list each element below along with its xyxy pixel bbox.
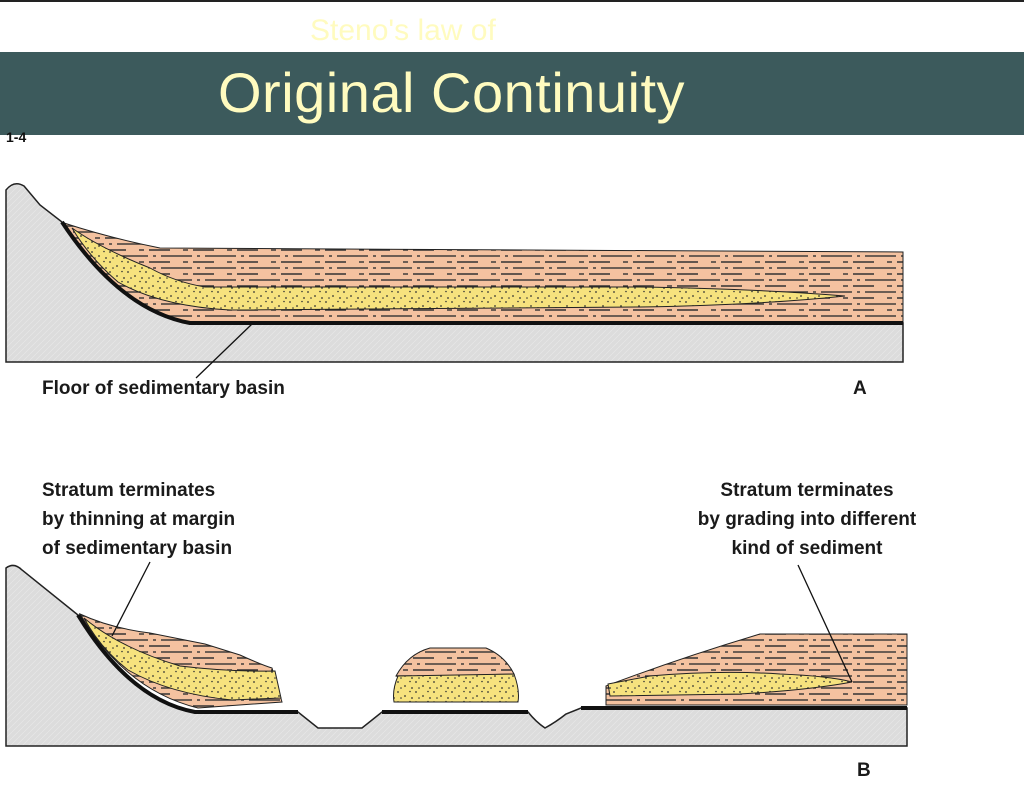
thinning-label-line-3: of sedimentary basin [42,538,233,559]
panel-a-letter: A [853,378,867,399]
slide-title: Original Continuity [218,61,686,124]
floor-of-basin-label: Floor of sedimentary basin [42,378,285,399]
panel-b-center-sandstone [393,673,519,703]
thinning-label-line-1: Stratum terminates [42,480,216,501]
grading-label-line-2: by grading into different [697,509,917,530]
top-rule [0,0,1024,2]
grading-label-line-1: Stratum terminates [720,480,894,501]
panel-b-right-sandstone [607,671,853,697]
figure-number: 1-4 [6,129,27,145]
panel-b-center-shale [395,647,515,678]
thinning-label-line-2: by thinning at margin [42,509,236,530]
panel-b-left-leader [111,561,151,637]
panel-a-cross-section [5,183,904,379]
slide-subtitle: Steno's law of [310,14,496,47]
panel-a-sandstone-layer [71,227,846,311]
title-bar [0,52,1024,135]
panel-b-left-sandstone [83,617,282,701]
panel-a-basin-floor [60,220,903,325]
panel-a-floor-leader [195,323,253,379]
thinning-margin-label: Stratum terminates by thinning at margin… [42,476,235,563]
grading-label-line-3: kind of sediment [731,538,883,559]
panel-b-bedrock [5,564,908,747]
panel-b-cross-section [5,561,908,747]
stratigraphy-diagram [5,183,908,747]
panel-b-right-leader [797,564,853,683]
panel-b-basin-floor-left [76,613,298,714]
grading-sediment-label: Stratum terminates by grading into diffe… [672,476,942,563]
panel-b-letter: B [857,760,871,781]
